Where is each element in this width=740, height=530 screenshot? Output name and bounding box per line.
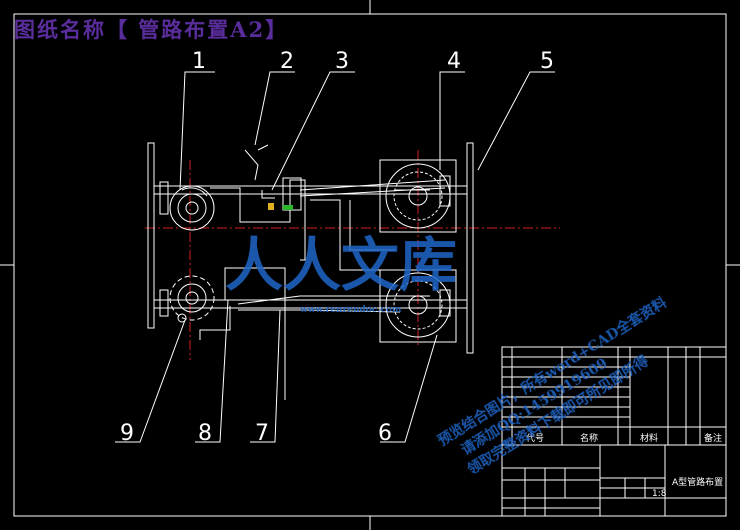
callout-1: 1	[192, 49, 206, 74]
name-header: 名称	[580, 432, 598, 444]
remark-header: 备注	[704, 432, 722, 444]
pipe-routing	[199, 144, 446, 400]
valve	[283, 205, 293, 210]
brake-front-left	[169, 185, 215, 231]
scale-value: 1:8	[652, 489, 667, 499]
watermark-url: www.renrendoc.com	[299, 305, 402, 315]
brake-front-right	[379, 159, 457, 233]
callout-4: 4	[447, 49, 461, 74]
callout-2: 2	[280, 49, 294, 74]
callout-8: 8	[198, 421, 212, 446]
fitting	[268, 203, 274, 210]
centerlines	[145, 150, 560, 360]
parts-list	[501, 346, 727, 517]
callout-3: 3	[335, 49, 349, 74]
chassis-frame	[147, 142, 474, 354]
callout-6: 6	[378, 421, 392, 446]
brake-rear-right	[379, 269, 457, 343]
watermark-brand: 人人文库	[225, 231, 457, 299]
callout-9: 9	[120, 421, 134, 446]
leader-lines	[115, 71, 555, 443]
code-header: 代号	[526, 433, 544, 444]
drawing-title: 图纸名称【 管路布置A2】	[14, 17, 289, 42]
callout-5: 5	[540, 49, 554, 74]
material-header: 材料	[640, 432, 658, 444]
drawing-name: A型管路布置	[672, 476, 723, 488]
callout-7: 7	[255, 421, 269, 446]
brake-rear-left	[169, 275, 215, 323]
